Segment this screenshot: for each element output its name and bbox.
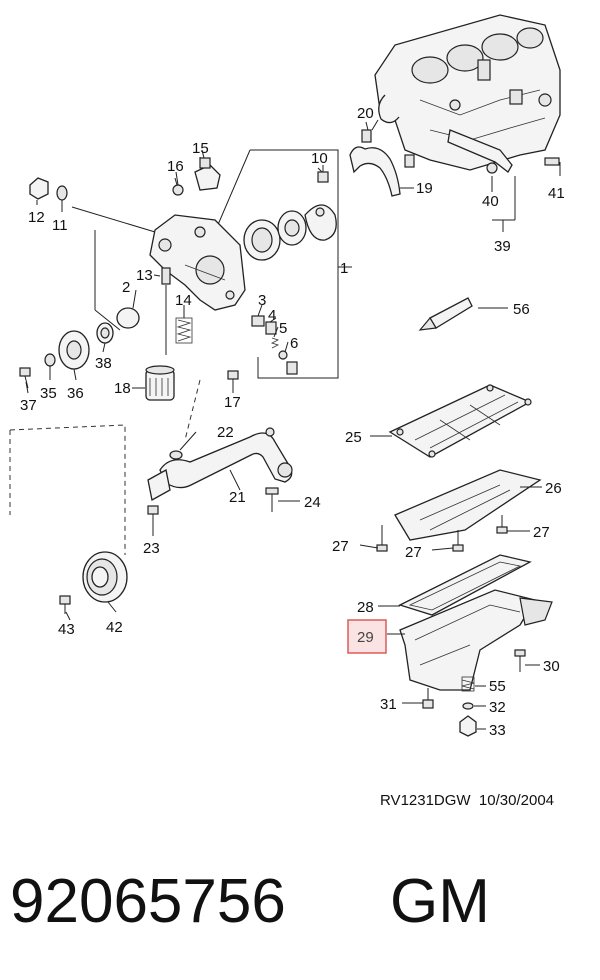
callout-40[interactable]: 40: [482, 193, 499, 210]
part-55-spring: [461, 676, 475, 692]
callout-39[interactable]: 39: [494, 238, 511, 255]
callout-17[interactable]: 17: [224, 394, 241, 411]
part-32-washer: [462, 702, 474, 710]
part-43-bolt: [59, 595, 71, 614]
part-17-bolt: [227, 370, 239, 393]
callout-25[interactable]: 25: [345, 429, 362, 446]
part-40-41-sensor: [447, 129, 561, 232]
callout-37[interactable]: 37: [20, 397, 37, 414]
callout-6[interactable]: 6: [290, 335, 298, 352]
part-26-baffle: [394, 469, 542, 541]
part-13-valve: [161, 267, 171, 285]
callout-12[interactable]: 12: [28, 209, 45, 226]
part-31-bolt: [422, 688, 434, 709]
callout-labels: 1 2 3 4 5 6 10 11 12 13 14 15 16 17 18 1…: [20, 105, 565, 739]
callout-29[interactable]: 29: [357, 629, 374, 646]
callout-35[interactable]: 35: [40, 385, 57, 402]
part-19-seal-housing: [349, 146, 412, 197]
part-18-oil-filter: [145, 365, 175, 401]
callout-31[interactable]: 31: [380, 696, 397, 713]
callout-42[interactable]: 42: [106, 619, 123, 636]
part-11-washer: [56, 185, 68, 201]
part-24-bolt: [265, 487, 279, 512]
callout-2[interactable]: 2: [122, 279, 130, 296]
callout-27-center[interactable]: 27: [405, 544, 422, 561]
callout-41[interactable]: 41: [548, 185, 565, 202]
callout-10[interactable]: 10: [311, 150, 328, 167]
part-25-oil-pan-gasket: [388, 384, 532, 458]
callout-15[interactable]: 15: [192, 140, 209, 157]
callout-3[interactable]: 3: [258, 292, 266, 309]
part-30-bolt: [514, 649, 526, 672]
callout-33[interactable]: 33: [489, 722, 506, 739]
part-36-crank-sprocket: [58, 330, 90, 370]
callout-14[interactable]: 14: [175, 292, 192, 309]
part-35-washer: [44, 353, 56, 367]
callout-28[interactable]: 28: [357, 599, 374, 616]
part-28-pan-gasket: [398, 554, 532, 616]
callout-18[interactable]: 18: [114, 380, 131, 397]
callout-32[interactable]: 32: [489, 699, 506, 716]
part-21-oil-pickup-tube: [147, 427, 293, 502]
callout-27-left[interactable]: 27: [332, 538, 349, 555]
callout-26[interactable]: 26: [545, 480, 562, 497]
callout-30[interactable]: 30: [543, 658, 560, 675]
callout-23[interactable]: 23: [143, 540, 160, 557]
callout-38[interactable]: 38: [95, 355, 112, 372]
parts-3-to-6: [251, 315, 298, 375]
engine-block: [374, 14, 561, 171]
highlight-box: [347, 619, 387, 654]
part-29-oil-pan: [399, 589, 553, 691]
part-10-screw: [317, 165, 329, 183]
part-1-bracket: [250, 149, 352, 379]
part-15-oil-pressure-switch: [194, 149, 221, 191]
brand-label: GM: [390, 867, 490, 936]
callout-20[interactable]: 20: [357, 105, 374, 122]
callout-13[interactable]: 13: [136, 267, 153, 284]
callout-36[interactable]: 36: [67, 385, 84, 402]
callout-24[interactable]: 24: [304, 494, 321, 511]
leader-lines: [25, 119, 542, 730]
callout-21[interactable]: 21: [229, 489, 246, 506]
part-16-washer: [172, 171, 184, 196]
part-22-o-ring: [169, 450, 183, 460]
part-56-sealant-tube: [418, 297, 508, 331]
callout-5[interactable]: 5: [279, 320, 287, 337]
part-20-dowels: [361, 121, 415, 168]
part-38-seal: [96, 322, 114, 344]
callout-55[interactable]: 55: [489, 678, 506, 695]
part-33-drain-plug: [459, 715, 477, 737]
part-14-spring: [175, 317, 193, 344]
callout-1[interactable]: 1: [340, 260, 348, 277]
oil-pump-housing: [149, 214, 246, 311]
callout-19[interactable]: 19: [416, 180, 433, 197]
callout-43[interactable]: 43: [58, 621, 75, 638]
callout-27-right[interactable]: 27: [533, 524, 550, 541]
part-number-title: 92065756: [10, 867, 286, 936]
callout-4[interactable]: 4: [268, 307, 276, 324]
callout-56[interactable]: 56: [513, 301, 530, 318]
part-42-crank-pulley: [82, 551, 128, 603]
part-12-plug: [29, 177, 49, 200]
drawing-reference: RV1231DGW 10/30/2004: [380, 792, 554, 809]
part-2-plug: [116, 307, 140, 329]
part-37-bolt: [19, 367, 31, 389]
callout-16[interactable]: 16: [167, 158, 184, 175]
oil-pump-gear: [243, 204, 337, 261]
callout-11[interactable]: 11: [52, 217, 68, 234]
callout-22[interactable]: 22: [217, 424, 234, 441]
part-23-bolt: [147, 505, 159, 536]
